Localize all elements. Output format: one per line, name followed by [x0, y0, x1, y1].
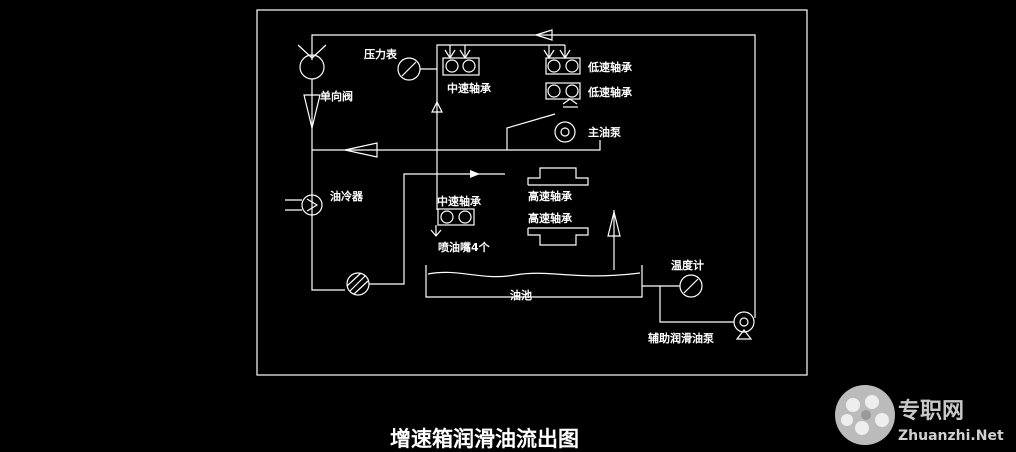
- main-pump-symbol: [506, 113, 576, 150]
- diagram-frame: [256, 9, 808, 376]
- oil-tank-label: 油池: [510, 288, 532, 302]
- thermometer-symbol: [642, 274, 703, 298]
- check-valve-symbol: [297, 44, 327, 150]
- mid-bearing-bottom-symbol: [430, 208, 475, 237]
- high-bearing-1-label: 高速轴承: [528, 189, 573, 203]
- aux-pump-symbol: [659, 286, 755, 340]
- high-bearing-1-symbol: [527, 167, 589, 186]
- oil-tank-symbol: [425, 265, 643, 298]
- main-pump-label: 主油泵: [588, 125, 621, 139]
- high-bearing-2-symbol: [527, 227, 589, 246]
- nozzles-label: 喷油嘴4个: [438, 240, 491, 254]
- top-return-line: [311, 29, 756, 318]
- mid-bearing-bottom-label: 中速轴承: [437, 194, 482, 208]
- left-supply-line: [311, 150, 345, 291]
- low-bearing-2-symbol: [545, 82, 581, 108]
- flow-arrow-small: [470, 170, 480, 178]
- filter-symbol: [346, 272, 370, 296]
- bearing-feed-line: [436, 44, 565, 210]
- low-bearing-2-label: 低速轴承: [587, 85, 633, 99]
- filter-outlet-line: [369, 173, 505, 285]
- high-bearing-2-label: 高速轴承: [528, 211, 573, 225]
- mid-bearing-top-label: 中速轴承: [447, 81, 492, 95]
- oil-cooler-label: 油冷器: [330, 189, 364, 203]
- pressure-gauge-label: 压力表: [364, 47, 398, 61]
- diagram-caption: 增速箱润滑油流出图: [390, 426, 579, 451]
- suction-line: [607, 210, 621, 270]
- watermark-en: Zhuanzhi.Net: [898, 428, 1004, 444]
- mid-bearing-top-symbol: [442, 45, 480, 76]
- thermometer-label: 温度计: [671, 258, 704, 272]
- oil-cooler-symbol: [285, 194, 323, 216]
- watermark-logo: [835, 385, 895, 445]
- check-valve-label: 单向阀: [320, 89, 353, 103]
- watermark-cn: 专职网: [898, 398, 964, 424]
- aux-pump-label: 辅助润滑油泵: [648, 331, 714, 345]
- manifold-line: [312, 140, 601, 158]
- low-bearing-1-symbol: [543, 45, 581, 75]
- up-arrow: [431, 100, 443, 113]
- low-bearing-1-label: 低速轴承: [587, 60, 633, 74]
- pressure-gauge-symbol: [397, 57, 437, 81]
